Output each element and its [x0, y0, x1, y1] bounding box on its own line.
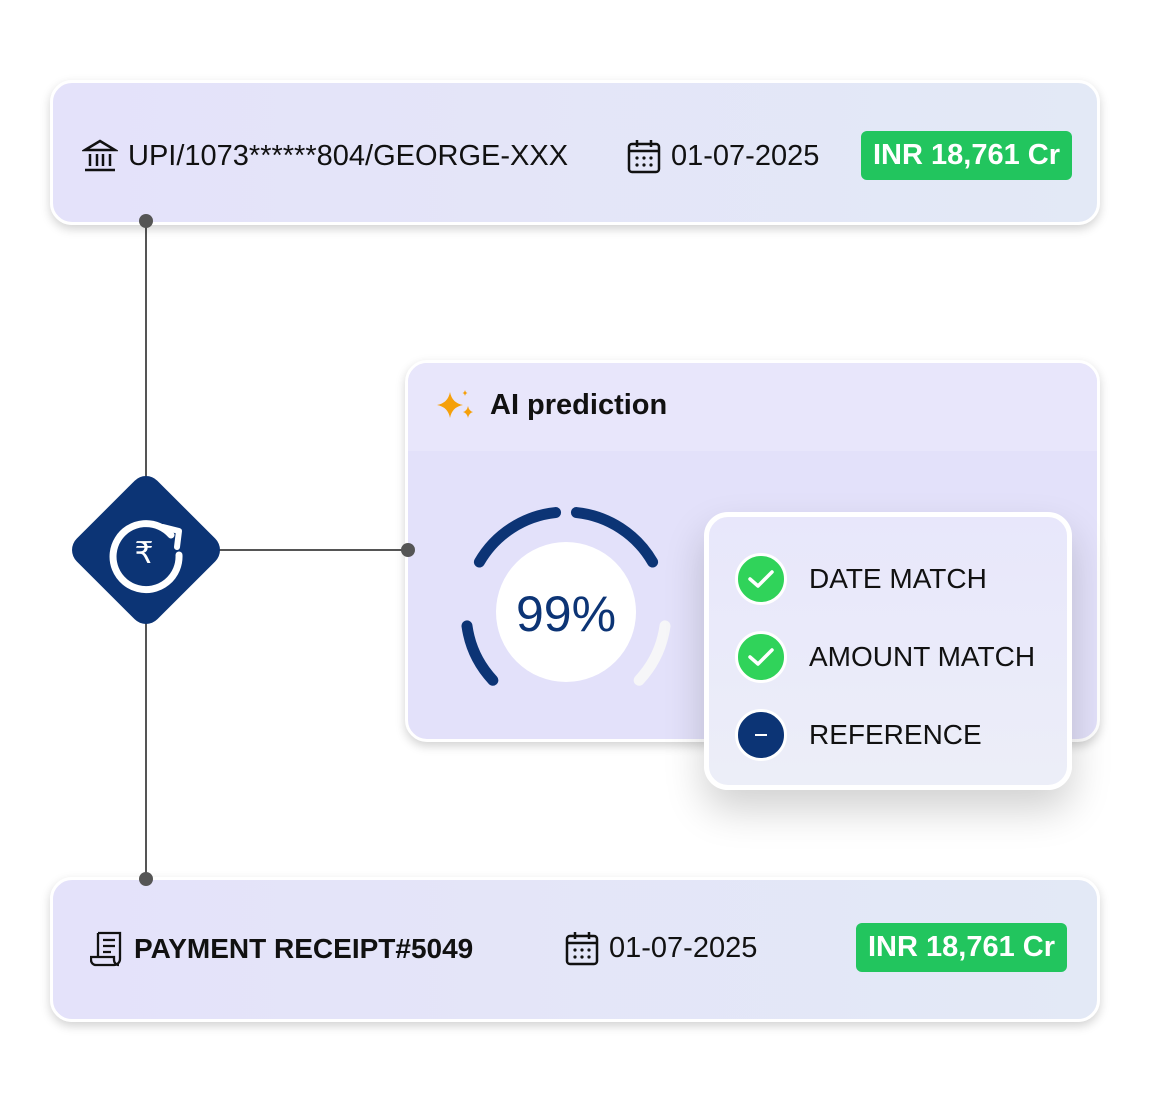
bank-transaction-amount-badge: INR 18,761 Cr: [861, 131, 1072, 180]
check-item-reference: REFERENCE: [735, 696, 1067, 774]
gauge-segment: [461, 620, 499, 686]
gauge-segment: [473, 507, 562, 568]
receipt-reference: PAYMENT RECEIPT#5049: [90, 930, 473, 968]
connector-line-horizontal: [146, 549, 408, 551]
minus-circle-icon: [735, 709, 787, 761]
calendar-icon: [565, 932, 599, 966]
receipt-date: 01-07-2025: [565, 930, 757, 966]
check-item-date-match: DATE MATCH: [735, 540, 1067, 618]
bank-transaction-date: 01-07-2025: [627, 138, 819, 174]
calendar-icon: [627, 140, 661, 174]
check-item-amount-match: AMOUNT MATCH: [735, 618, 1067, 696]
rupee-refresh-icon: ₹: [109, 520, 183, 594]
connector-node: [139, 214, 153, 228]
gauge-inner-circle: [496, 542, 636, 682]
receipt-amount-badge: INR 18,761 Cr: [856, 923, 1067, 972]
confidence-gauge: [461, 507, 671, 686]
confidence-value: 99%: [515, 586, 617, 642]
gauge-segment: [633, 620, 671, 686]
bank-icon: [82, 139, 118, 172]
sparkle-icon: [437, 390, 473, 418]
ai-prediction-header: AI prediction: [436, 388, 667, 422]
bank-transaction-reference: UPI/1073******804/GEORGE-XXX: [82, 138, 568, 174]
gauge-segment: [570, 507, 659, 568]
match-checks-card: DATE MATCH AMOUNT MATCH REFERENCE: [704, 512, 1072, 790]
check-circle-icon: [735, 631, 787, 683]
check-circle-icon: [735, 553, 787, 605]
connector-node: [139, 872, 153, 886]
receipt-icon: [90, 931, 122, 967]
connector-node: [401, 543, 415, 557]
svg-text:₹: ₹: [134, 536, 153, 571]
